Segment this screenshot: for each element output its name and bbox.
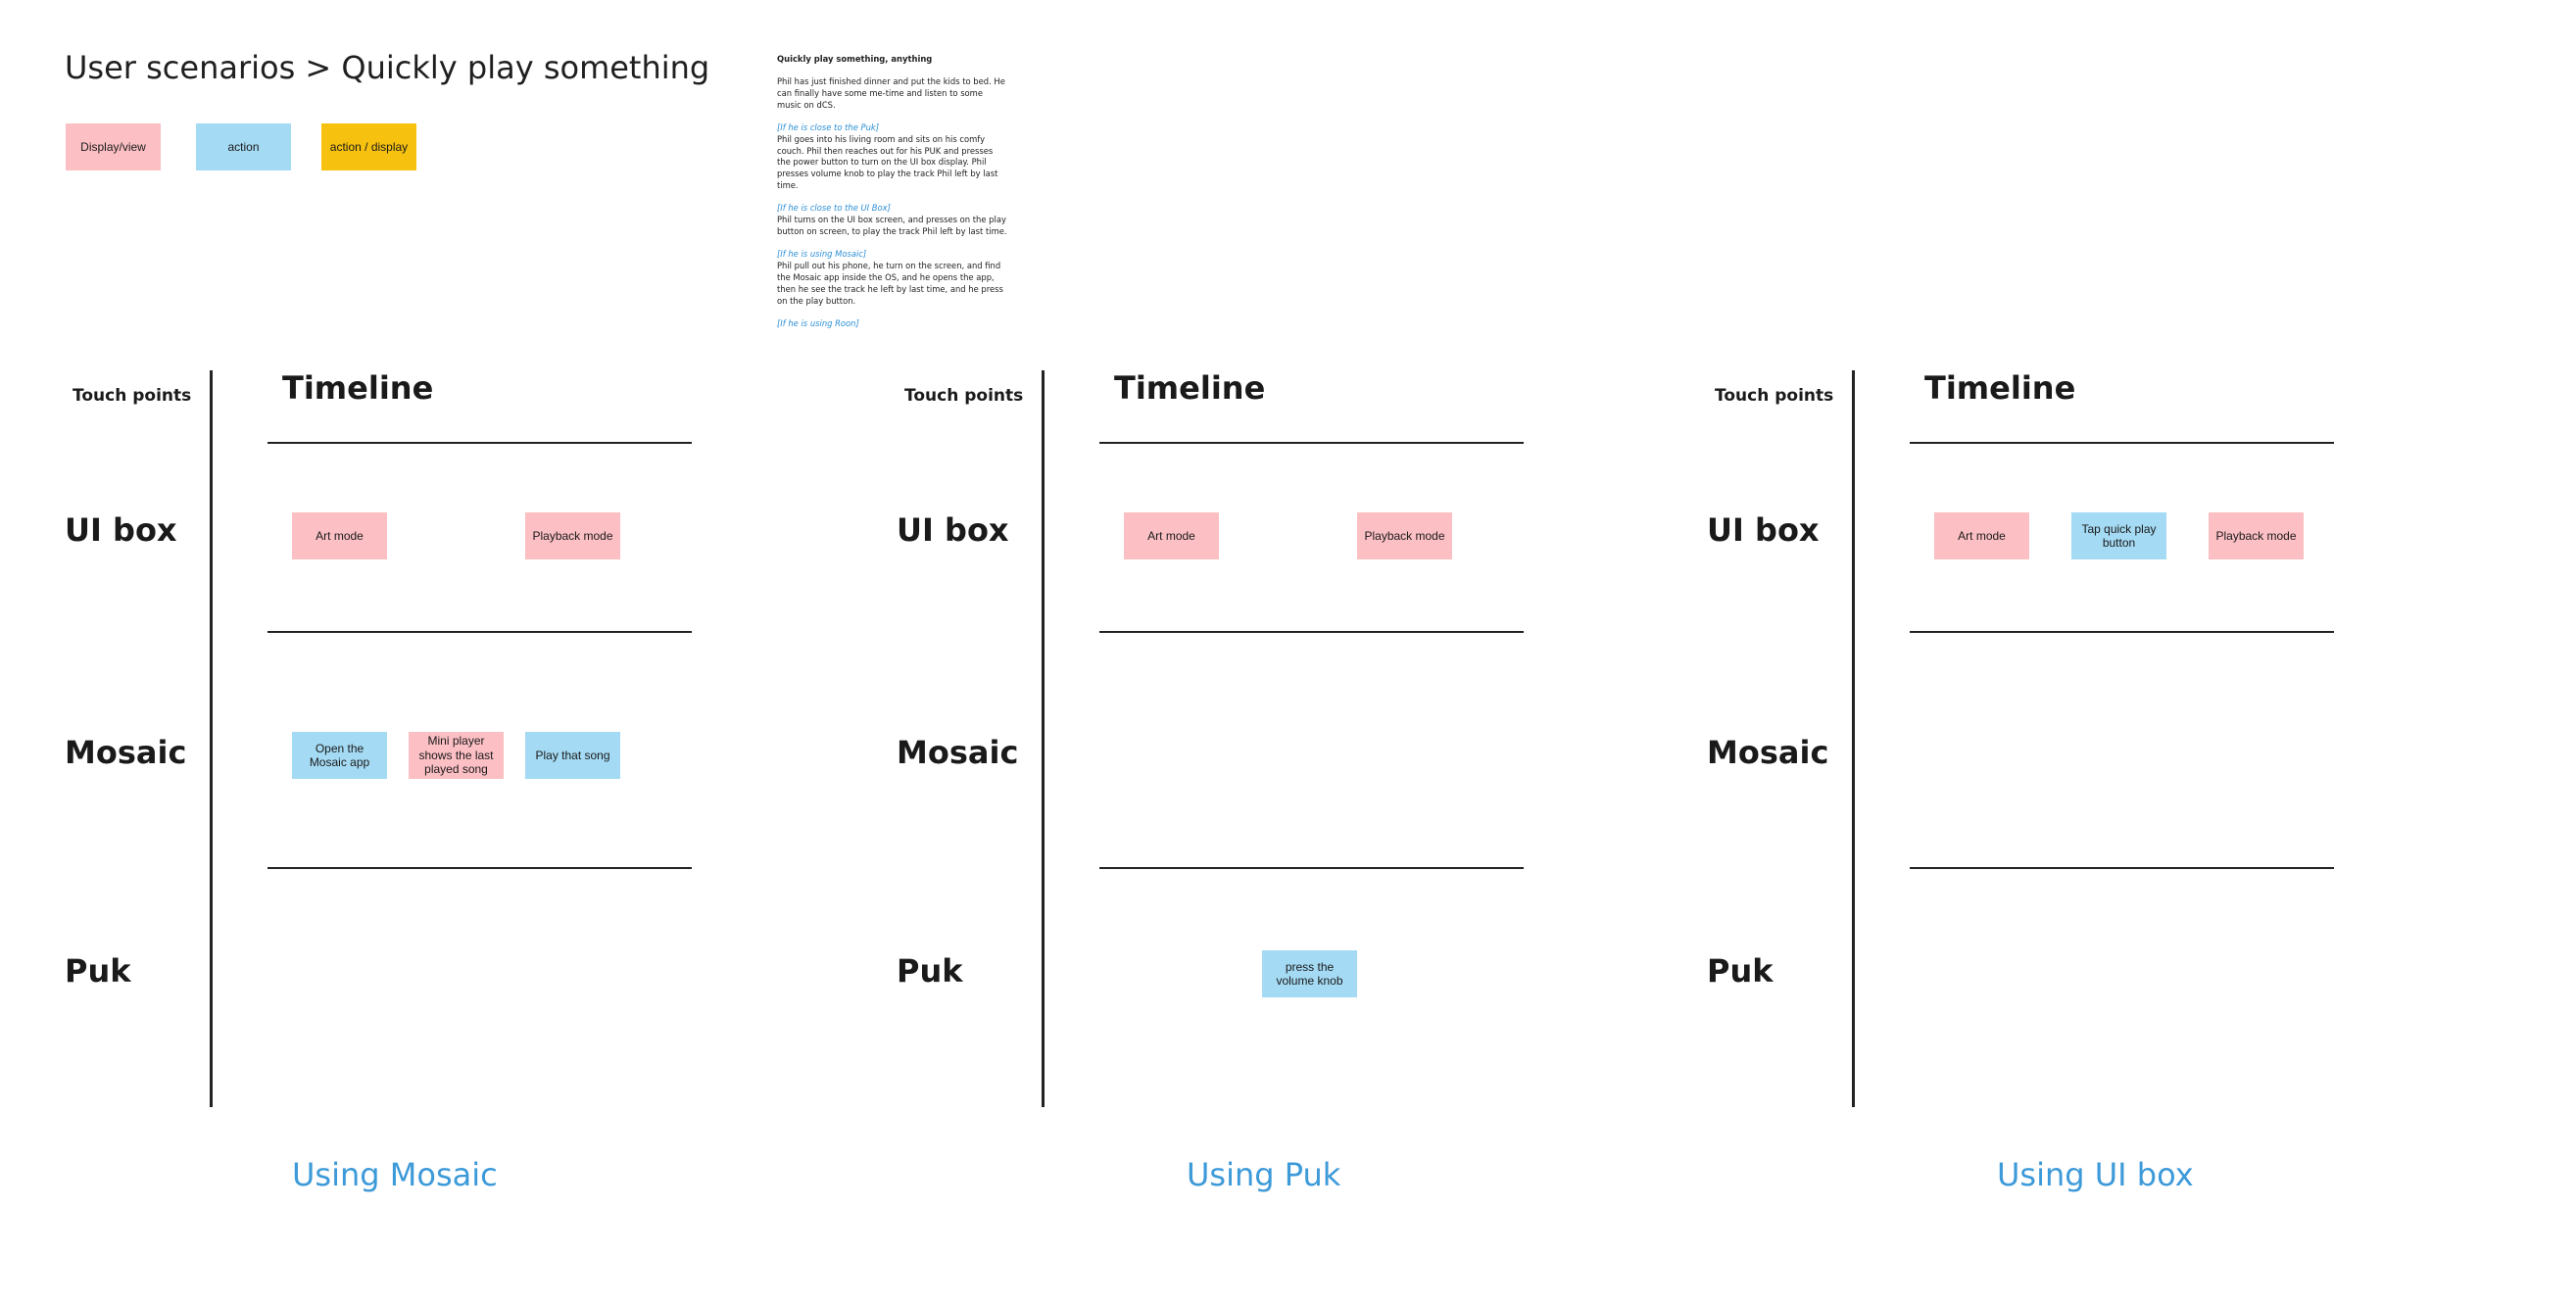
row-label-mosaic: Mosaic — [897, 734, 1019, 771]
row-label-puk: Puk — [65, 952, 131, 990]
row-label-puk: Puk — [897, 952, 963, 990]
note-playback-mode: Playback mode — [525, 512, 620, 559]
diagram-caption: Using UI box — [1997, 1156, 2194, 1193]
row-divider — [1910, 631, 2334, 633]
note-mini-player: Mini player shows the last played song — [409, 732, 504, 779]
row-label-mosaic: Mosaic — [65, 734, 187, 771]
story-condition: [If he is close to the UI Box] — [777, 203, 891, 214]
row-label-ui-box: UI box — [1707, 511, 1820, 549]
scenario-story: Quickly play something, anything Phil ha… — [777, 54, 1007, 341]
row-divider — [1910, 867, 2334, 869]
row-divider — [267, 867, 692, 869]
note-playback-mode: Playback mode — [2209, 512, 2304, 559]
note-play-that-song: Play that song — [525, 732, 620, 779]
timeline-label: Timeline — [1114, 369, 1266, 407]
row-label-ui-box: UI box — [65, 511, 177, 549]
story-section-roon: [If he is using Roon] — [777, 318, 1007, 330]
story-text: Phil goes into his living room and sits … — [777, 133, 998, 191]
row-label-puk: Puk — [1707, 952, 1774, 990]
page-title: User scenarios > Quickly play something — [65, 49, 710, 86]
story-section-puk: [If he is close to the Puk] Phil goes in… — [777, 122, 1007, 193]
row-divider — [267, 631, 692, 633]
story-condition: [If he is close to the Puk] — [777, 121, 880, 132]
story-text: Phil pull out his phone, he turn on the … — [777, 260, 1003, 306]
note-art-mode: Art mode — [1934, 512, 2029, 559]
timeline-label: Timeline — [1924, 369, 2076, 407]
story-condition: [If he is using Mosaic] — [777, 248, 867, 259]
vertical-axis-line — [1852, 370, 1855, 1107]
row-divider — [1099, 631, 1524, 633]
story-title: Quickly play something, anything — [777, 54, 933, 64]
row-label-ui-box: UI box — [897, 511, 1009, 549]
row-divider — [1099, 442, 1524, 444]
legend-action-display: action / display — [321, 123, 416, 170]
story-intro: Phil has just finished dinner and put th… — [777, 75, 1005, 110]
story-text: Phil turns on the UI box screen, and pre… — [777, 215, 1007, 237]
diagram-caption: Using Puk — [1187, 1156, 1341, 1193]
note-press-volume-knob: press the volume knob — [1262, 950, 1357, 997]
touch-points-label: Touch points — [904, 386, 1024, 406]
touch-points-label: Touch points — [73, 386, 192, 406]
row-divider — [1910, 442, 2334, 444]
story-section-uibox: [If he is close to the UI Box] Phil turn… — [777, 203, 1007, 238]
vertical-axis-line — [1042, 370, 1045, 1107]
legend-display-view: Display/view — [66, 123, 161, 170]
legend-action: action — [196, 123, 291, 170]
timeline-label: Timeline — [282, 369, 434, 407]
row-divider — [1099, 867, 1524, 869]
story-section-mosaic: [If he is using Mosaic] Phil pull out hi… — [777, 249, 1007, 308]
row-label-mosaic: Mosaic — [1707, 734, 1829, 771]
note-playback-mode: Playback mode — [1357, 512, 1452, 559]
note-open-mosaic-app: Open the Mosaic app — [292, 732, 387, 779]
diagram-caption: Using Mosaic — [292, 1156, 498, 1193]
vertical-axis-line — [210, 370, 213, 1107]
note-art-mode: Art mode — [292, 512, 387, 559]
note-tap-quick-play-button: Tap quick play button — [2071, 512, 2166, 559]
touch-points-label: Touch points — [1715, 386, 1834, 406]
row-divider — [267, 442, 692, 444]
note-art-mode: Art mode — [1124, 512, 1219, 559]
story-condition: [If he is using Roon] — [777, 317, 859, 328]
